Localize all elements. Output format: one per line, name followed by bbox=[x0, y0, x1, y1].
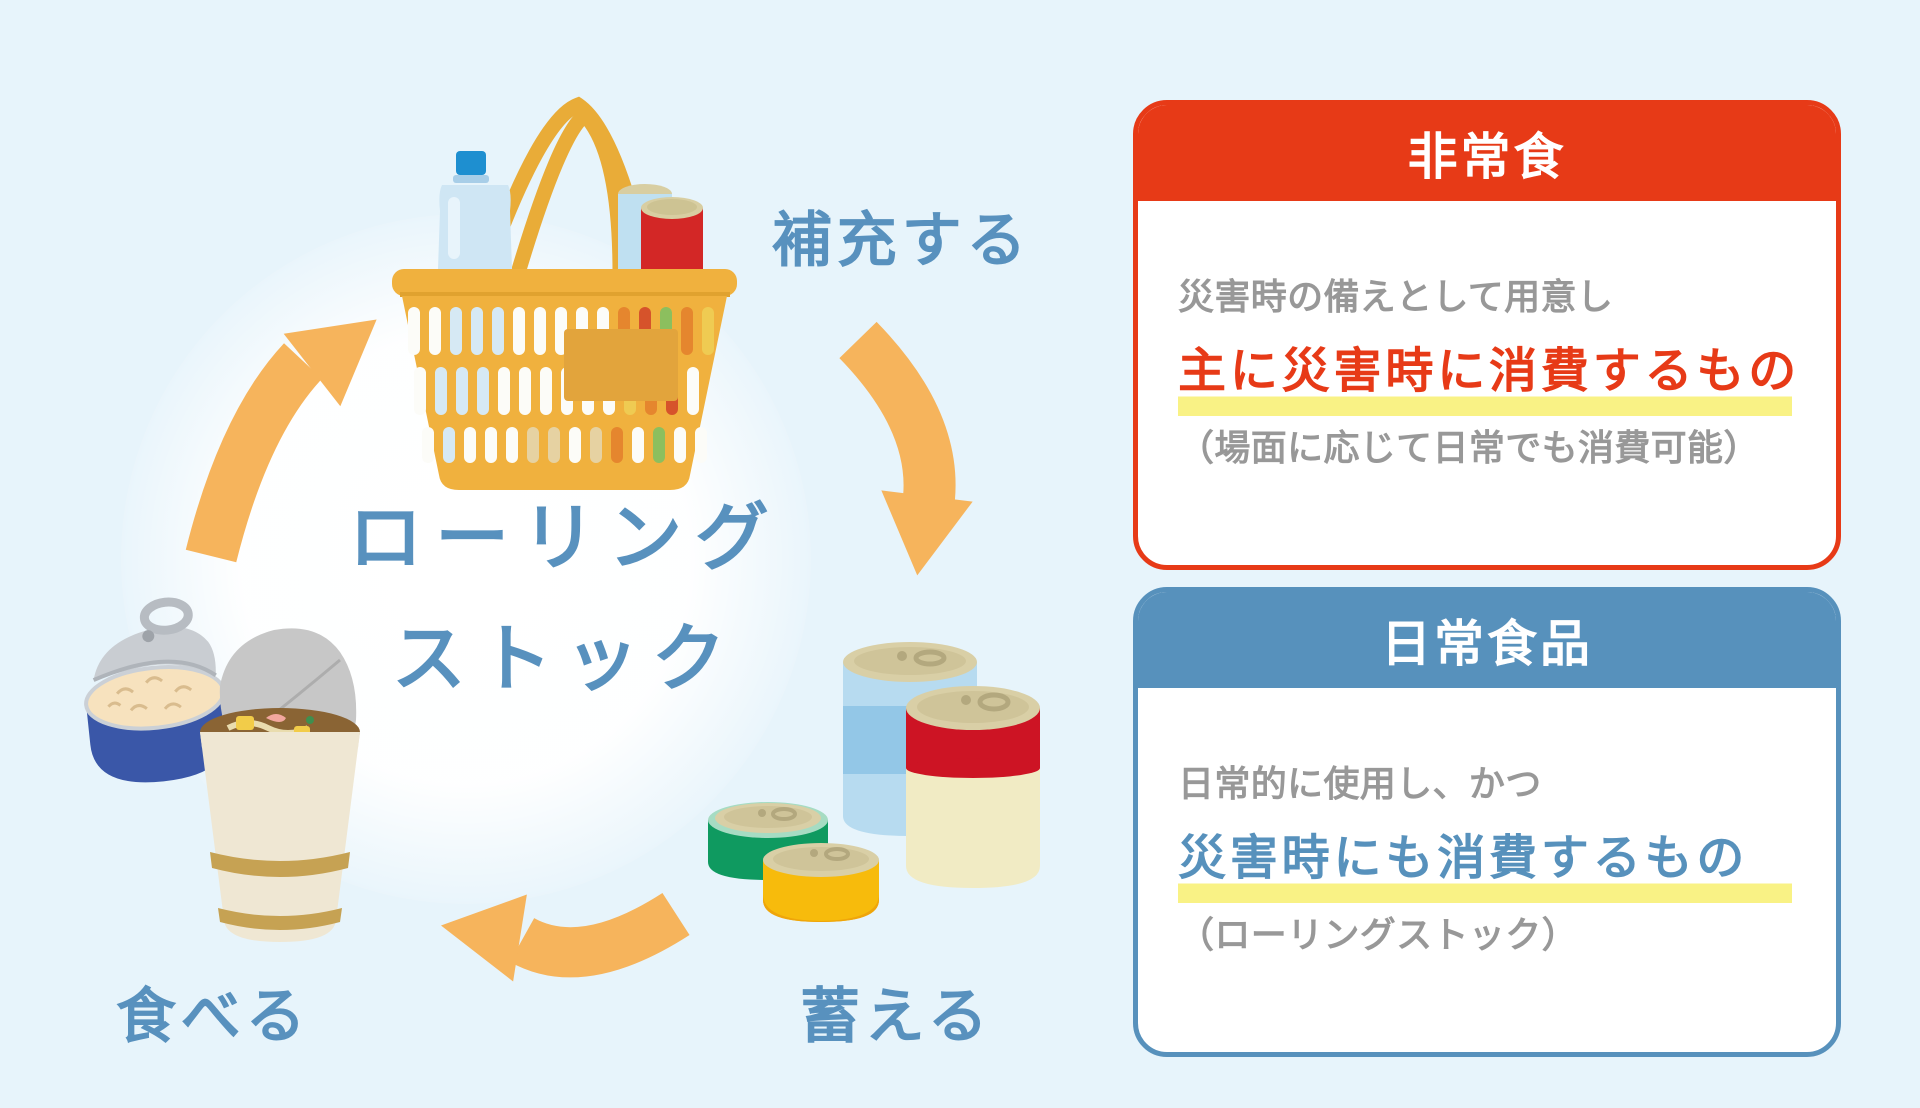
cycle-arrow-eat-to-replenish-icon bbox=[185, 319, 377, 563]
emergency-main-point-highlight: 主に災害時に消費するもの bbox=[1178, 344, 1796, 416]
shopping-basket-illustration bbox=[392, 96, 737, 490]
emergency-main-point: 主に災害時に消費するもの bbox=[1178, 344, 1796, 416]
daily-main-point: 災害時にも消費するもの bbox=[1178, 831, 1792, 903]
daily-note: 日常的に使用し、かつ bbox=[1178, 764, 1542, 805]
daily-main-point-highlight: 災害時にも消費するもの bbox=[1178, 831, 1792, 903]
stored-cans-illustration bbox=[708, 642, 1040, 922]
cycle-arrow-store-to-eat-icon bbox=[440, 892, 690, 982]
cycle-arrow-replenish-to-store-icon bbox=[839, 321, 973, 576]
daily-food-card: 日常食品 日常的に使用し、かつ 災害時にも消費するもの （ローリングストック） bbox=[1133, 587, 1841, 1057]
emergency-card-body: 災害時の備えとして用意し 主に災害時に消費するもの （場面に応じて日常でも消費可… bbox=[1138, 201, 1836, 469]
step-label-replenish: 補充する bbox=[772, 206, 1032, 276]
daily-card-body: 日常的に使用し、かつ 災害時にも消費するもの （ローリングストック） bbox=[1138, 688, 1836, 956]
emergency-sub-note: （場面に応じて日常でも消費可能） bbox=[1178, 427, 1760, 469]
emergency-card-title: 非常食 bbox=[1407, 128, 1567, 186]
eaten-food-illustration bbox=[84, 597, 360, 942]
cycle-title-line2: ストック bbox=[391, 615, 739, 702]
cycle-title-line1: ローリング bbox=[348, 495, 782, 581]
emergency-note: 災害時の備えとして用意し bbox=[1178, 277, 1614, 318]
daily-card-title: 日常食品 bbox=[1381, 615, 1593, 673]
cycle-title: ローリング ストック bbox=[215, 478, 915, 719]
daily-sub-note: （ローリングストック） bbox=[1178, 914, 1578, 956]
daily-card-header: 日常食品 bbox=[1138, 592, 1836, 688]
emergency-food-card: 非常食 災害時の備えとして用意し 主に災害時に消費するもの （場面に応じて日常で… bbox=[1133, 100, 1841, 570]
step-label-store: 蓄える bbox=[800, 982, 993, 1052]
cycle-illustrations bbox=[84, 96, 1040, 982]
emergency-card-header: 非常食 bbox=[1138, 105, 1836, 201]
step-label-eat: 食べる bbox=[116, 982, 311, 1052]
